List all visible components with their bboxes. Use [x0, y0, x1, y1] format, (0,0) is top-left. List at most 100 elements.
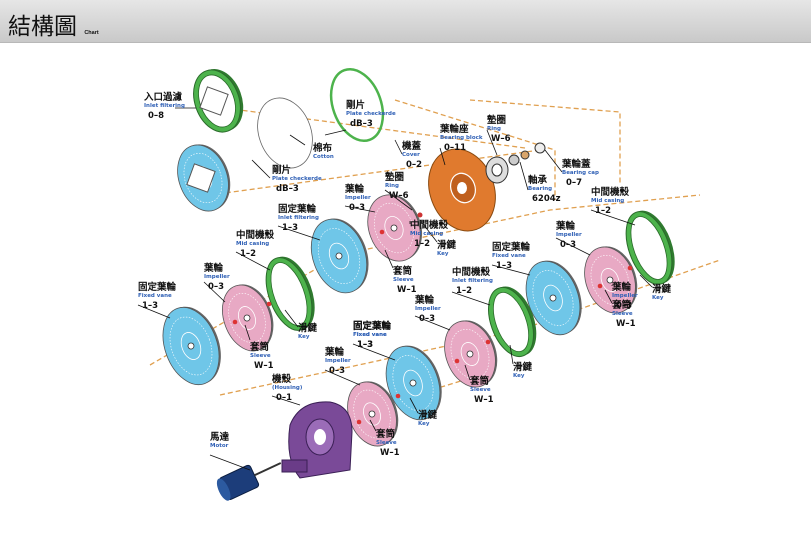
- label-code: 0–3: [616, 301, 632, 311]
- leader-line: [384, 249, 394, 269]
- label-code: W–1: [397, 285, 417, 295]
- label-zh: 葉輪: [555, 220, 576, 232]
- label-en: Fixed vane: [138, 293, 172, 299]
- sleeve-dot: [266, 301, 272, 307]
- label-en: Sleeve: [470, 387, 491, 393]
- label-code: 1–3: [496, 261, 512, 271]
- parts-layer: [162, 68, 675, 501]
- leader-line: [555, 237, 591, 256]
- leader-line: [244, 324, 251, 341]
- label-zh: 軸承: [528, 174, 548, 186]
- label-en: Fixed vane: [492, 253, 526, 259]
- label-code: 1–2: [595, 206, 611, 216]
- label-en: Mid casing: [591, 198, 624, 204]
- label-code: W–1: [474, 395, 494, 405]
- label-zh: 葉輪蓋: [561, 158, 591, 170]
- page-header: 結構圖 Chart: [0, 0, 811, 43]
- label-zh: 機蓋: [402, 140, 422, 152]
- label-code: 6204z: [532, 194, 561, 204]
- bearing: [520, 150, 530, 160]
- label-en: Inlet filtering: [144, 103, 185, 109]
- leader-line: [486, 129, 498, 156]
- label-zh: 固定葉輪: [492, 241, 531, 253]
- label-code: 0–7: [566, 178, 582, 188]
- label-zh: 葉輪座: [439, 123, 469, 135]
- label-code: 1–3: [357, 340, 373, 350]
- part-label: 機殼(Housing)0–1: [271, 373, 303, 406]
- label-zh: 葉輪: [414, 294, 435, 306]
- label-en: Key: [298, 334, 310, 340]
- label-zh: 馬達: [209, 431, 230, 443]
- bearing-block: [485, 156, 509, 184]
- leader-line: [439, 147, 446, 166]
- title-en: Chart: [84, 30, 99, 36]
- label-zh: 套筒: [469, 375, 490, 387]
- fixed-vane-right: [525, 260, 582, 336]
- label-zh: 中間機殼: [452, 266, 491, 278]
- label-en: Fixed vane: [353, 332, 387, 338]
- leader-line: [419, 219, 438, 243]
- leader-line: [590, 209, 636, 226]
- impeller-center: [444, 320, 498, 388]
- ring-washer-top: [508, 154, 520, 166]
- label-code: 1–3: [282, 223, 298, 233]
- cover-housing: [428, 148, 496, 232]
- leader-line: [464, 364, 471, 381]
- leader-line: [414, 315, 451, 331]
- bearing-cap: [534, 142, 546, 154]
- fixed-vane-top: [310, 218, 369, 294]
- label-code: W–6: [491, 134, 511, 144]
- leader-line: [451, 291, 491, 306]
- leader-line: [235, 251, 271, 271]
- plate-checker-ring: [329, 68, 385, 142]
- label-zh: 葉輪: [324, 346, 345, 358]
- mid-casing-right: [625, 210, 675, 285]
- label-zh: 套筒: [611, 299, 632, 311]
- leader-line: [277, 225, 321, 241]
- label-en: Sleeve: [250, 353, 271, 359]
- label-code: 0–3: [329, 366, 345, 376]
- label-zh: 中間機殼: [591, 186, 630, 198]
- label-code: 0–11: [444, 143, 466, 153]
- label-code: W–6: [389, 191, 409, 201]
- leader-line: [394, 139, 403, 155]
- leader-line: [519, 161, 529, 191]
- mid-casing-center: [488, 286, 537, 358]
- label-code: 0–2: [406, 160, 422, 170]
- label-en: Key: [513, 373, 525, 379]
- label-en: Bearing block: [440, 135, 483, 141]
- label-en: Cover: [402, 152, 420, 158]
- label-zh: 固定葉輪: [138, 281, 177, 293]
- label-en: Motor: [210, 443, 229, 449]
- label-en: Impeller: [204, 274, 230, 280]
- label-zh: 機殼: [272, 373, 292, 385]
- label-code: 0–8: [148, 111, 164, 121]
- leader-line: [352, 343, 396, 361]
- leader-line: [324, 129, 347, 136]
- label-zh: 套筒: [375, 428, 396, 440]
- label-code: 1–2: [414, 239, 430, 249]
- label-en: Inlet filtering: [452, 278, 493, 284]
